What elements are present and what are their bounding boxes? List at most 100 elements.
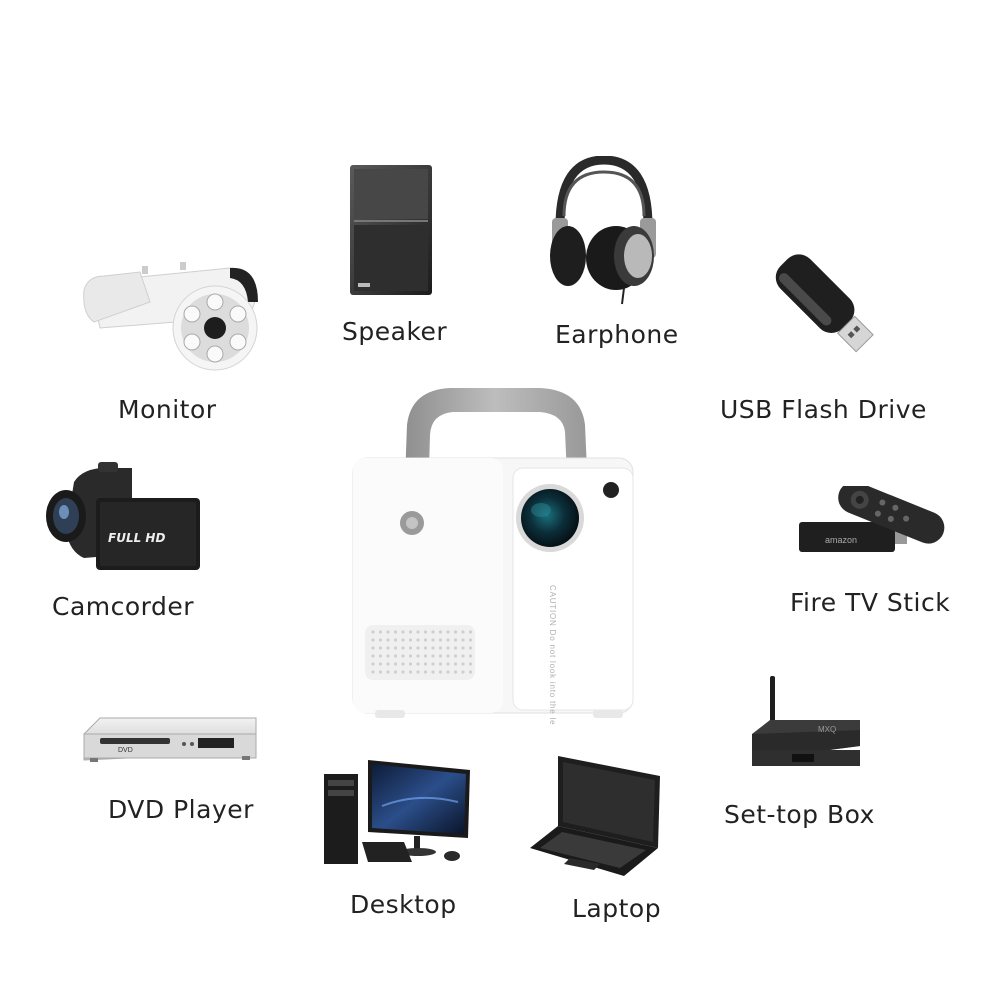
grille-hole	[378, 662, 383, 666]
grille-hole	[386, 646, 390, 650]
camcorder-icon: FULL HD	[46, 462, 200, 570]
dvd-player-icon: DVD	[83, 717, 257, 762]
grille-hole	[371, 670, 375, 674]
grille-hole	[371, 662, 375, 666]
grille-hole	[371, 646, 375, 650]
grille-hole	[386, 654, 390, 658]
grille-hole	[393, 646, 398, 650]
grille-hole	[423, 654, 428, 658]
grille-hole	[461, 646, 465, 650]
earphone-label: Earphone	[555, 320, 679, 349]
grille-hole	[393, 670, 398, 674]
grille-hole	[438, 638, 443, 642]
camcorder-label: Camcorder	[52, 592, 195, 621]
grille-hole	[438, 654, 443, 658]
grille-hole	[393, 638, 398, 642]
grille-hole	[401, 646, 405, 650]
grille-hole	[393, 630, 398, 634]
grille-hole	[423, 670, 428, 674]
grille-hole	[468, 654, 473, 658]
fire-tv-stick-icon: amazon	[799, 486, 945, 552]
grille-hole	[431, 646, 435, 650]
grille-hole	[378, 630, 383, 634]
usb-drive-icon	[775, 254, 874, 353]
grille-hole	[416, 638, 420, 642]
laptop-icon	[530, 756, 660, 876]
grille-hole	[453, 646, 458, 650]
desktop-computer-icon	[324, 760, 470, 864]
grille-hole	[438, 662, 443, 666]
projector-icon: CAUTION Do not look into the lens.	[352, 388, 634, 725]
grille-hole	[408, 662, 413, 666]
grille-hole	[461, 654, 465, 658]
grille-hole	[431, 638, 435, 642]
grille-hole	[453, 654, 458, 658]
grille-hole	[431, 630, 435, 634]
speaker-label: Speaker	[342, 317, 448, 346]
grille-hole	[468, 662, 473, 666]
grille-hole	[423, 630, 428, 634]
grille-hole	[401, 662, 405, 666]
grille-hole	[431, 654, 435, 658]
grille-hole	[453, 662, 458, 666]
firestick-brand-text: amazon	[825, 535, 857, 545]
speaker-icon	[350, 165, 432, 295]
grille-hole	[461, 662, 465, 666]
grille-hole	[461, 638, 465, 642]
grille-hole	[453, 670, 458, 674]
laptop-label: Laptop	[572, 894, 662, 923]
grille-hole	[468, 630, 473, 634]
security-camera-icon	[83, 262, 258, 371]
grille-hole	[386, 662, 390, 666]
grille-hole	[378, 646, 383, 650]
grille-hole	[438, 646, 443, 650]
grille-hole	[438, 670, 443, 674]
grille-hole	[446, 630, 450, 634]
grille-hole	[408, 670, 413, 674]
usb-flash-drive-label: USB Flash Drive	[720, 395, 927, 424]
grille-hole	[453, 630, 458, 634]
grille-hole	[386, 630, 390, 634]
grille-hole	[401, 638, 405, 642]
grille-hole	[468, 638, 473, 642]
grille-hole	[378, 670, 383, 674]
fire-tv-stick-label: Fire TV Stick	[790, 588, 951, 617]
grille-hole	[408, 646, 413, 650]
grille-hole	[371, 654, 375, 658]
grille-hole	[423, 662, 428, 666]
grille-hole	[378, 638, 383, 642]
grille-hole	[446, 662, 450, 666]
grille-hole	[401, 670, 405, 674]
grille-hole	[446, 638, 450, 642]
grille-hole	[371, 630, 375, 634]
set-top-box-label: Set-top Box	[724, 800, 875, 829]
grille-hole	[431, 670, 435, 674]
grille-hole	[393, 662, 398, 666]
grille-hole	[423, 646, 428, 650]
monitor-label: Monitor	[118, 395, 217, 424]
grille-hole	[416, 654, 420, 658]
dvd-badge-text: DVD	[118, 747, 133, 754]
grille-hole	[438, 630, 443, 634]
caution-text: CAUTION Do not look into the lens.	[548, 585, 557, 725]
grille-hole	[453, 638, 458, 642]
grille-hole	[468, 646, 473, 650]
grille-hole	[468, 670, 473, 674]
grille-hole	[423, 638, 428, 642]
set-top-box-icon: MXQ	[752, 676, 860, 766]
headphones-icon	[550, 156, 656, 305]
grille-hole	[446, 670, 450, 674]
grille-hole	[446, 654, 450, 658]
grille-hole	[401, 630, 405, 634]
desktop-label: Desktop	[350, 890, 457, 919]
grille-hole	[461, 670, 465, 674]
grille-hole	[416, 670, 420, 674]
grille-hole	[446, 646, 450, 650]
grille-hole	[408, 654, 413, 658]
grille-hole	[408, 638, 413, 642]
grille-hole	[401, 654, 405, 658]
grille-hole	[408, 630, 413, 634]
grille-hole	[386, 638, 390, 642]
settop-brand-text: MXQ	[818, 725, 836, 734]
